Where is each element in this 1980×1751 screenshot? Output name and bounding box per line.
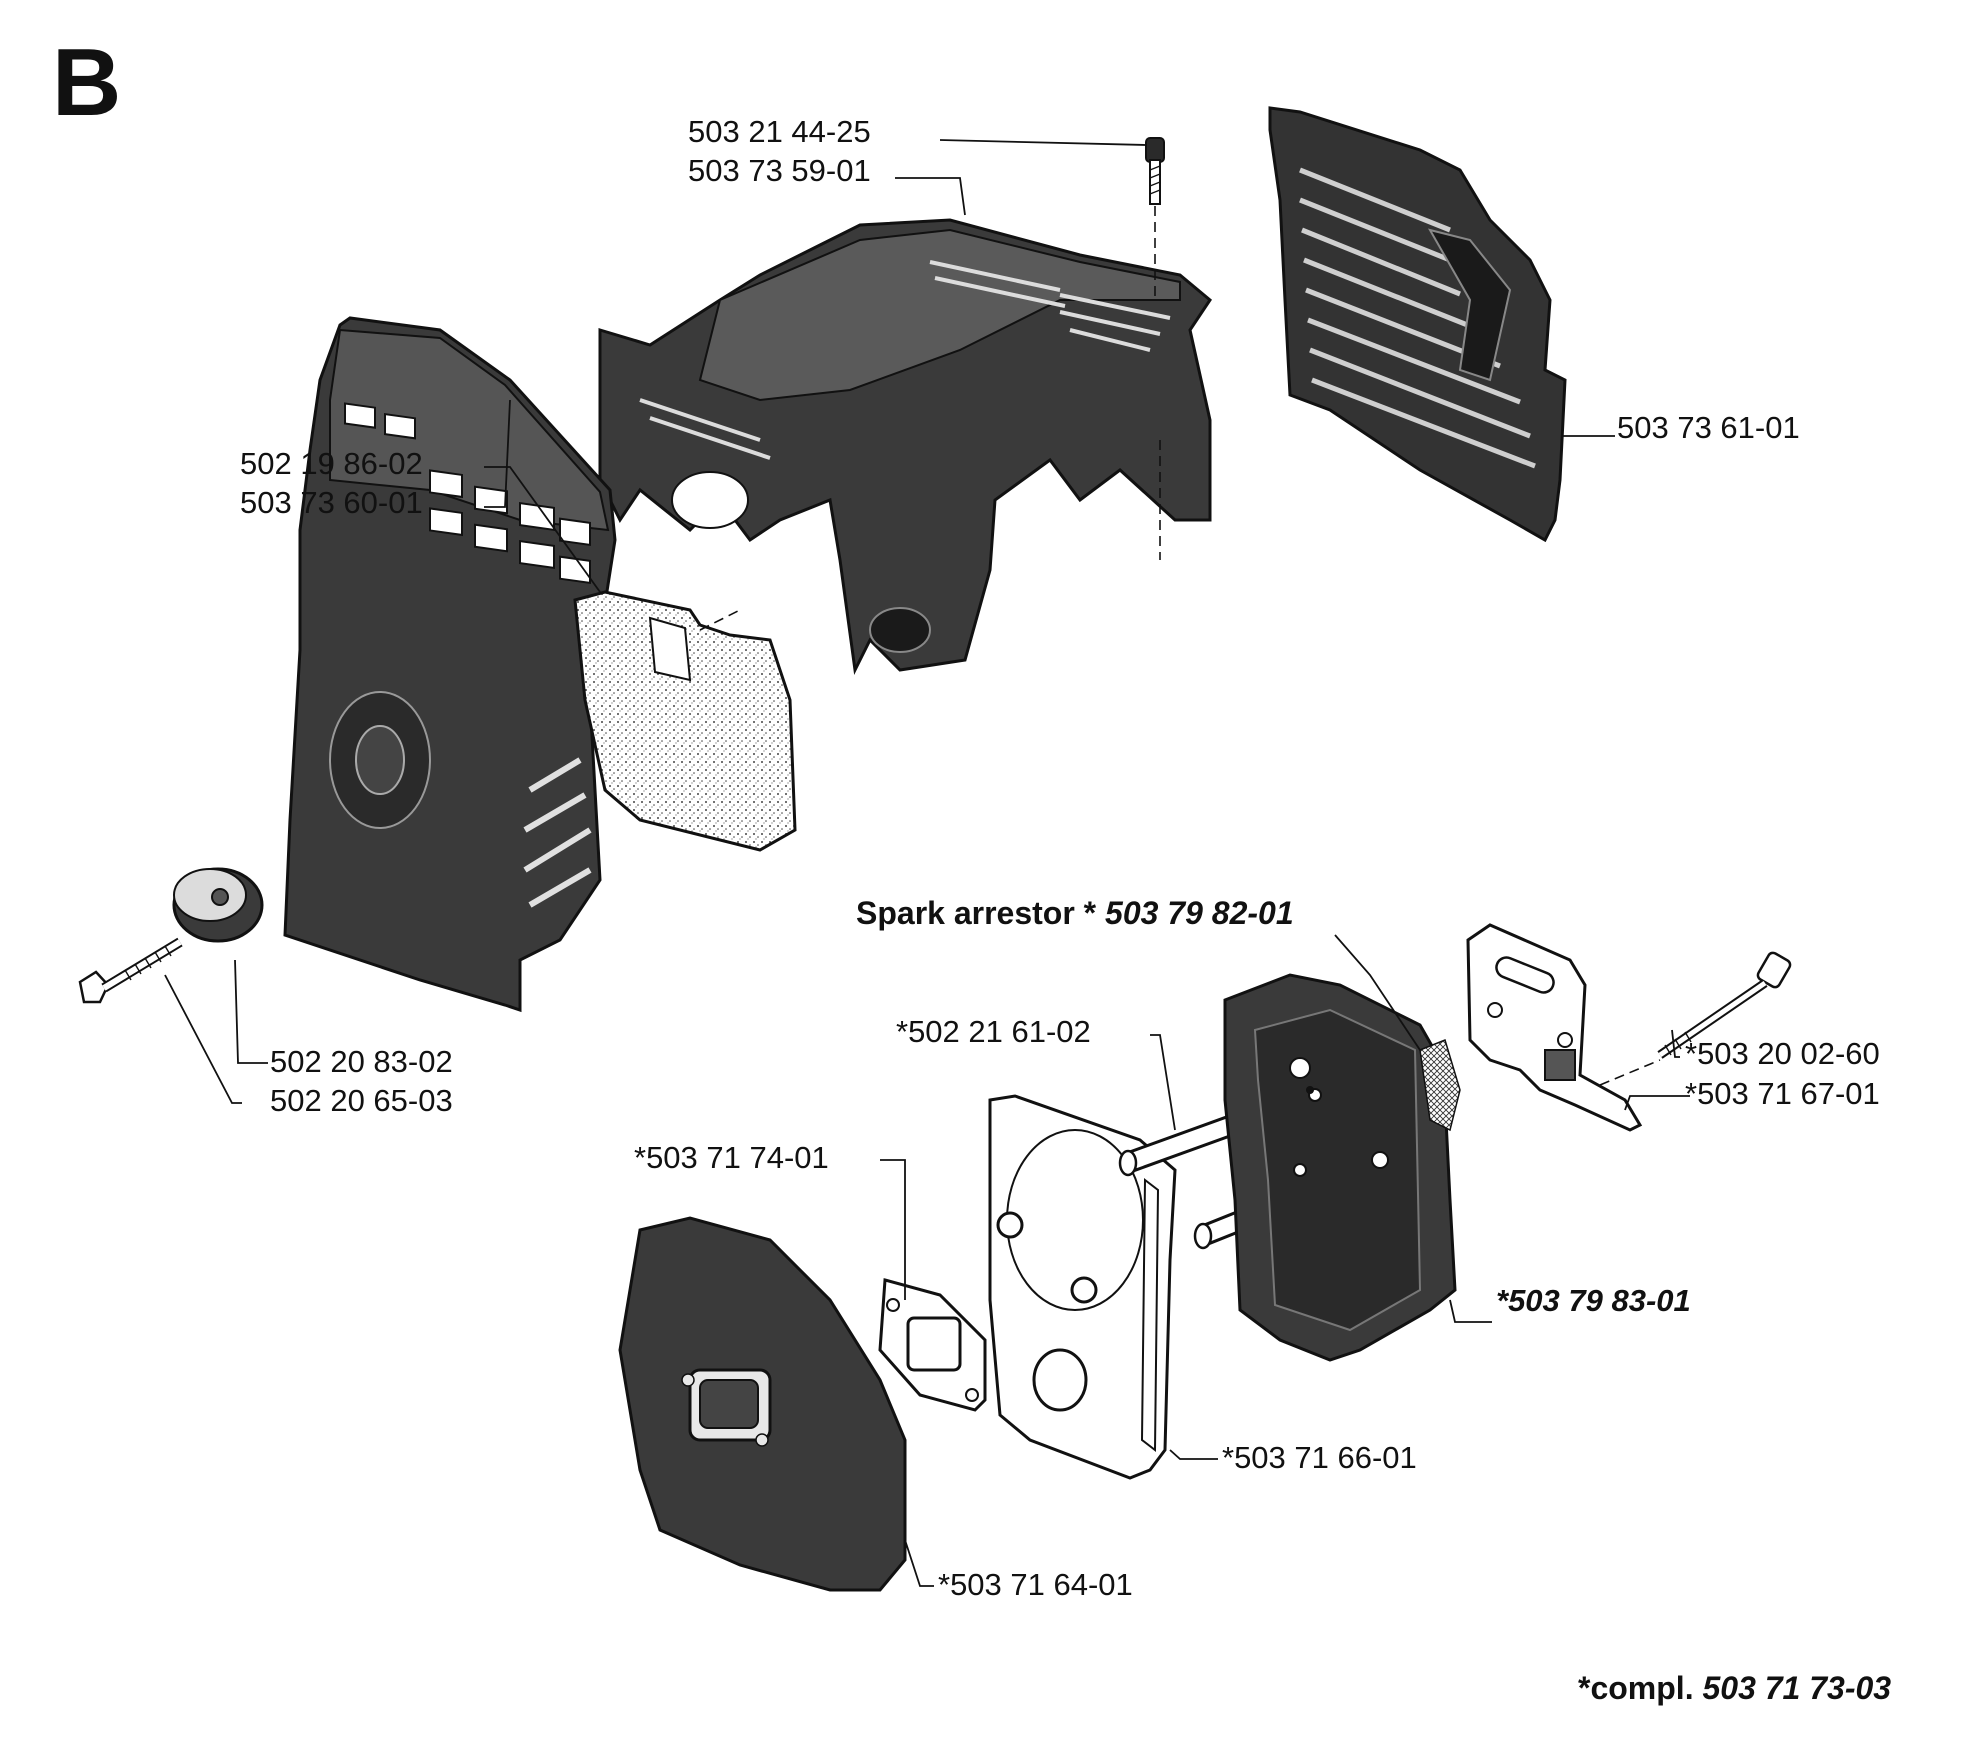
- filter-housing-part: [283, 316, 617, 1013]
- callout-screw-top: 503 21 44-25: [688, 114, 871, 149]
- callout-muffler-body: *503 79 83-01: [1496, 1283, 1691, 1318]
- callout-filter-element: 502 19 86-02: [240, 446, 423, 481]
- callout-muffler-cover: *503 71 64-01: [938, 1567, 1133, 1602]
- knob-part: [172, 867, 264, 943]
- complete-assembly-caption: *compl. 503 71 73-03: [1578, 1670, 1891, 1706]
- callout-top-cover: 503 73 59-01: [688, 153, 871, 188]
- callout-spacer-tubes: *502 21 61-02: [896, 1014, 1091, 1049]
- heat-shield-plate-part: [988, 1094, 1177, 1480]
- side-cover-part: [1268, 106, 1567, 543]
- complete-part-number: 503 71 73-03: [1702, 1670, 1892, 1706]
- small-gasket-part: [878, 1278, 987, 1412]
- callout-filter-housing: 503 73 60-01: [240, 485, 423, 520]
- callout-side-cover: 503 73 61-01: [1617, 410, 1800, 445]
- callout-knob: 502 20 83-02: [270, 1044, 453, 1079]
- screw-top-part: [1145, 137, 1165, 560]
- spark-arrestor-part-number: 503 79 82-01: [1105, 895, 1294, 931]
- muffler-body-part: [1223, 973, 1461, 1362]
- top-cover-part: [598, 218, 1212, 676]
- long-screw-part: [1657, 951, 1792, 1059]
- muffler-cover-part: [618, 1216, 907, 1592]
- bolt-part: [78, 937, 183, 1004]
- bracket-plate-part: [1466, 923, 1661, 1132]
- spark-arrestor-caption: Spark arrestor * 503 79 82-01: [856, 895, 1294, 931]
- callout-heat-shield-plate: *503 71 66-01: [1222, 1440, 1417, 1475]
- section-label: B: [52, 29, 122, 136]
- callout-bolt: 502 20 65-03: [270, 1083, 453, 1118]
- filter-element-part: [573, 590, 797, 852]
- leader-lines: [164, 139, 1690, 1587]
- callout-bracket-plate: *503 71 67-01: [1685, 1076, 1880, 1111]
- complete-label: *compl.: [1578, 1670, 1694, 1706]
- spark-arrestor-label: Spark arrestor *: [856, 895, 1097, 931]
- callout-long-screw: *503 20 02-60: [1685, 1036, 1880, 1071]
- callout-small-gasket: *503 71 74-01: [634, 1140, 829, 1175]
